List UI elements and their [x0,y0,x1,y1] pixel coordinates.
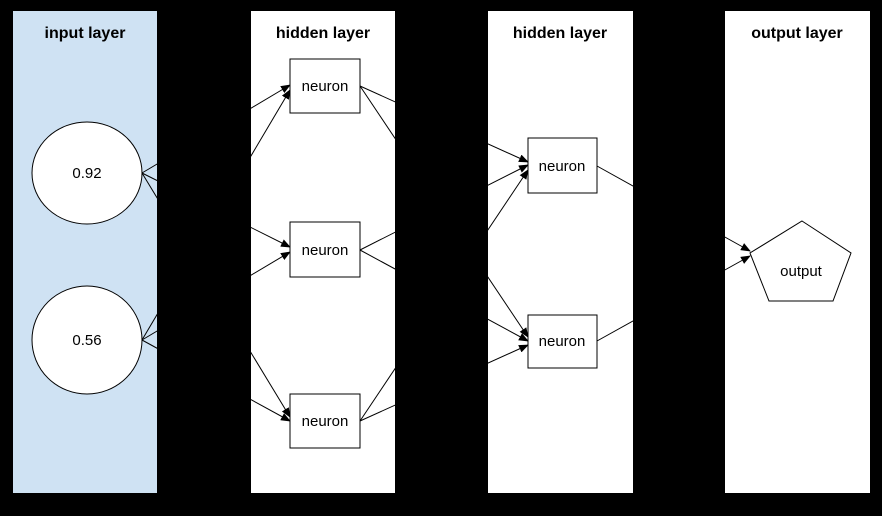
hidden1-neuron-1 [289,58,361,114]
input-node-1 [31,121,143,225]
input-layer-panel [13,11,157,493]
edge-input2-to-h1n2 [141,251,291,341]
output-layer-title: output layer [751,25,843,42]
input-layer-title: input layer [45,25,126,42]
hidden1-neuron-3 [289,393,361,449]
edge-h1n2-to-h2n1 [359,164,529,251]
input-node-2 [31,285,143,395]
edge-input1-to-h1n1 [141,84,291,174]
hidden1-neuron-3-label: neuron [302,413,349,430]
hidden-layer-2-title: hidden layer [513,25,607,42]
edge-input2-to-h1n1 [141,89,291,341]
output-node [749,220,852,302]
edge-h1n1-to-h2n1 [359,85,529,163]
edge-input1-to-h1n3 [141,172,291,418]
edge-h1n3-to-h2n2 [359,344,529,422]
hidden1-neuron-2 [289,221,361,278]
edge-input2-to-h1n3 [141,339,291,422]
edge-h1n3-to-h2n1 [359,169,529,422]
hidden2-neuron-2 [527,314,598,369]
edge-h2n2-to-output [596,255,751,342]
output-node-label: output [780,263,823,280]
edge-h1n1-to-h2n2 [359,85,529,338]
hidden1-neuron-1-label: neuron [302,78,349,95]
edge-input1-to-h1n2 [141,172,291,248]
hidden-layer-2-panel [488,11,633,493]
input-node-2-label: 0.56 [72,332,101,349]
hidden1-neuron-2-label: neuron [302,242,349,259]
input-node-1-label: 0.92 [72,165,101,182]
hidden2-neuron-1 [527,137,598,194]
edge-h2n1-to-output [596,165,751,252]
hidden2-neuron-1-label: neuron [539,158,586,175]
hidden2-neuron-2-label: neuron [539,333,586,350]
hidden-layer-1-title: hidden layer [276,25,370,42]
